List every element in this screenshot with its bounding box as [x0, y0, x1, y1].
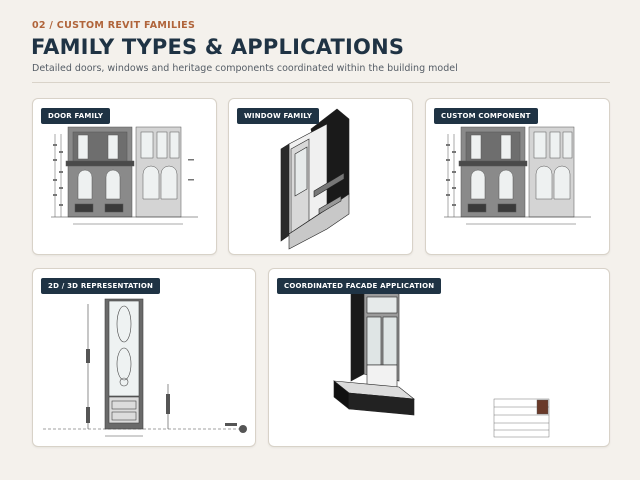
door-family-card: DOOR FAMILY [32, 98, 217, 255]
window-family-card: WINDOW FAMILY [228, 98, 413, 255]
custom-component-elevation-drawing [444, 126, 591, 225]
eyebrow-label: 02 / CUSTOM REVIT FAMILIES [32, 20, 196, 31]
window-family-3d-drawing [280, 108, 350, 250]
2d-3d-representation-card: 2D / 3D REPRESENTATION [32, 268, 256, 447]
card-tag: CUSTOM COMPONENT [434, 108, 538, 124]
coordinated-facade-application-card: COORDINATED FACADE APPLICATION [268, 268, 610, 447]
card-tag: WINDOW FAMILY [237, 108, 320, 124]
title-block-thumbnail [493, 398, 550, 438]
facade-3d-drawing [333, 288, 550, 438]
card-tag: COORDINATED FACADE APPLICATION [277, 278, 442, 294]
card-tag: 2D / 3D REPRESENTATION [41, 278, 161, 294]
page-title: FAMILY TYPES & APPLICATIONS [31, 35, 405, 59]
header-divider [32, 82, 610, 83]
card-tag: DOOR FAMILY [41, 108, 111, 124]
door-section-drawing [43, 298, 247, 437]
door-family-elevation-drawing [51, 126, 198, 225]
custom-component-card: CUSTOM COMPONENT [425, 98, 610, 255]
page-subtitle: Detailed doors, windows and heritage com… [32, 63, 458, 74]
